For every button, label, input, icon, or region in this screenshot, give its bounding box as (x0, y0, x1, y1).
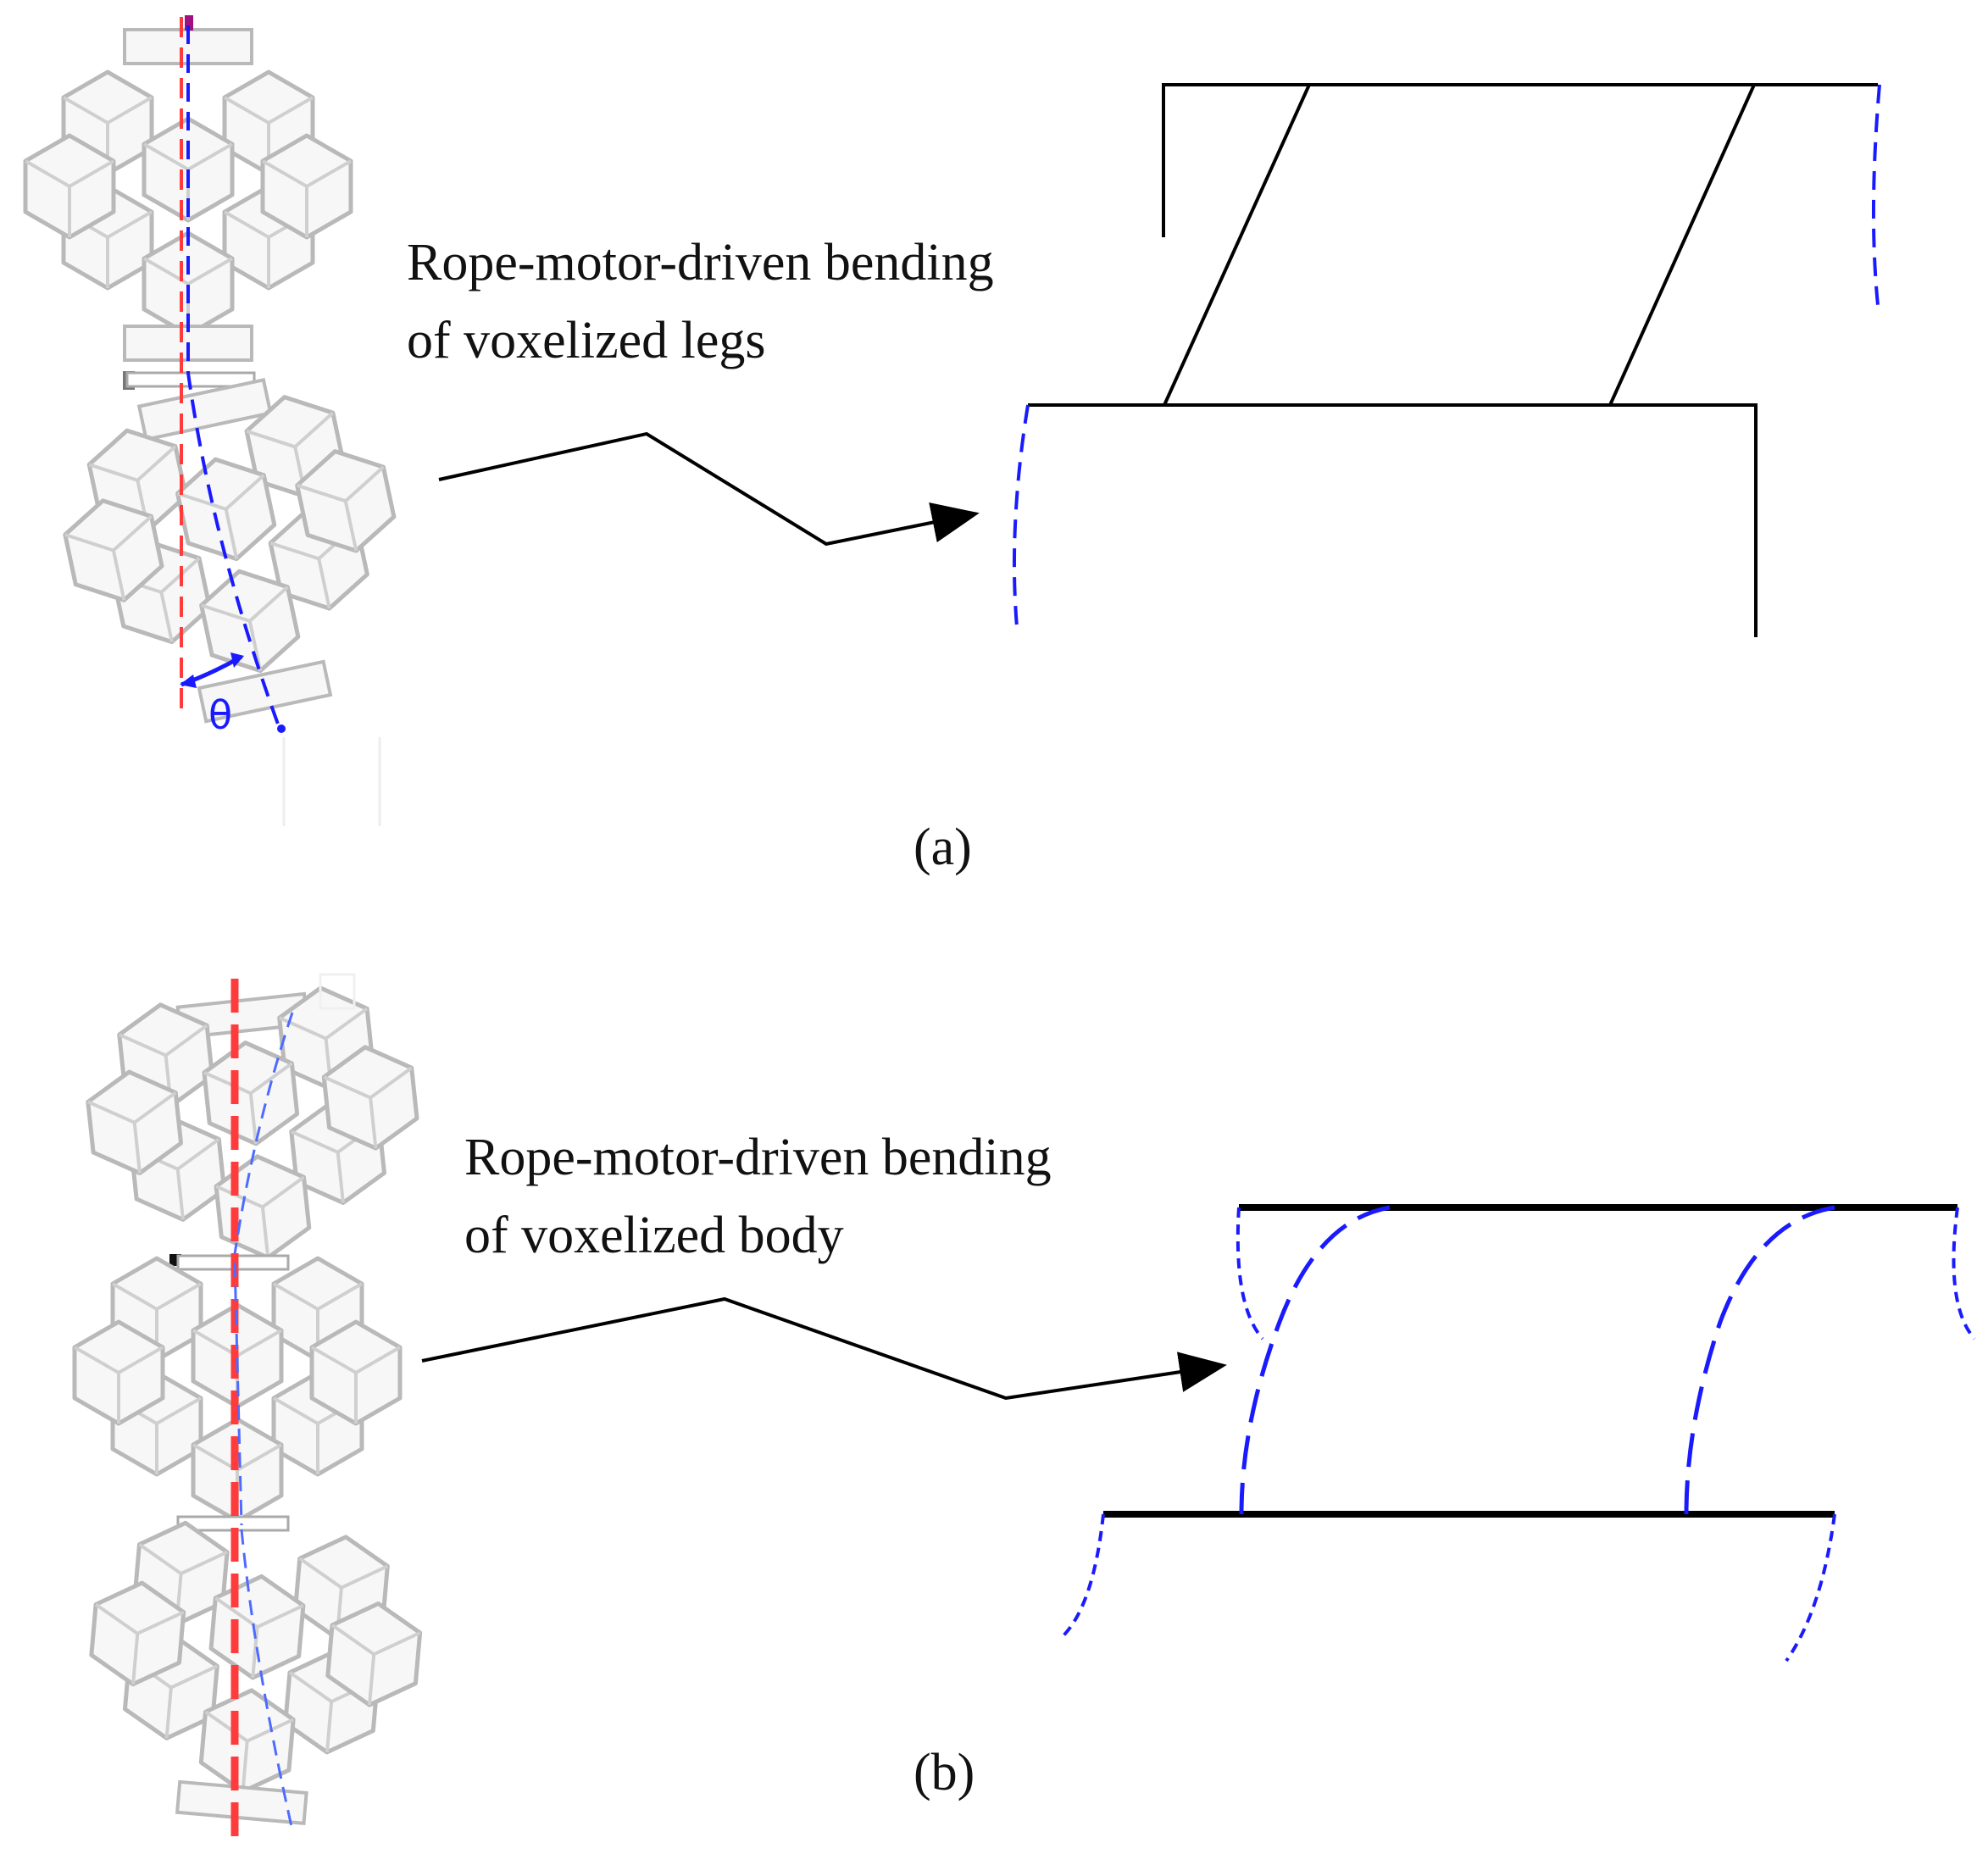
lower-body-frame (1028, 403, 1758, 637)
body-link-curve-left (1239, 1205, 1391, 1515)
body-corner-curve-upper-left (1236, 1207, 1264, 1341)
panel-b: Rope-motor-driven bending of voxelized b… (75, 973, 1976, 1843)
legs-caption-line2: of voxelized legs (407, 312, 766, 369)
body-bend-curve-middle (233, 1262, 243, 1526)
legs-caption-line1: Rope-motor-driven bending (407, 234, 994, 291)
panel-a-label: (a) (913, 819, 972, 876)
upper-link-right (1608, 84, 1756, 406)
panel-b-label: (b) (913, 1744, 975, 1801)
leg-bending-schematic (1012, 83, 1881, 637)
voxel-leg-upper-module (25, 28, 351, 362)
voxel-leg-lower-module (42, 377, 428, 724)
leg-curve-left (1012, 404, 1030, 628)
voxel-body-top-module (79, 980, 430, 1274)
body-leader-arrow (421, 1296, 1227, 1401)
body-bending-schematic (1058, 1204, 1976, 1662)
leg-top-marker (185, 15, 193, 31)
body-corner-curve-lower-left (1058, 1513, 1105, 1641)
leg-curve-right (1871, 84, 1881, 306)
body-bend-curve-upper (233, 1012, 294, 1255)
upper-link-left (1163, 84, 1311, 406)
voxel-body-bottom-module (79, 1516, 428, 1825)
body-link-curve-right (1684, 1205, 1835, 1515)
body-caption-line1: Rope-motor-driven bending (464, 1129, 1052, 1186)
body-corner-curve-lower-right (1785, 1513, 1836, 1662)
legs-leader-arrow (438, 431, 980, 547)
body-caption-line2: of voxelized body (464, 1207, 844, 1264)
body-bend-curve-lower (240, 1529, 294, 1831)
leg-bend-curve (186, 25, 281, 730)
upper-body-frame (1162, 83, 1878, 237)
theta-label: θ (208, 692, 232, 738)
panel-a: θ Rope-motor-driven bending of voxelized… (25, 15, 1881, 876)
body-corner-curve-upper-right (1952, 1207, 1976, 1341)
